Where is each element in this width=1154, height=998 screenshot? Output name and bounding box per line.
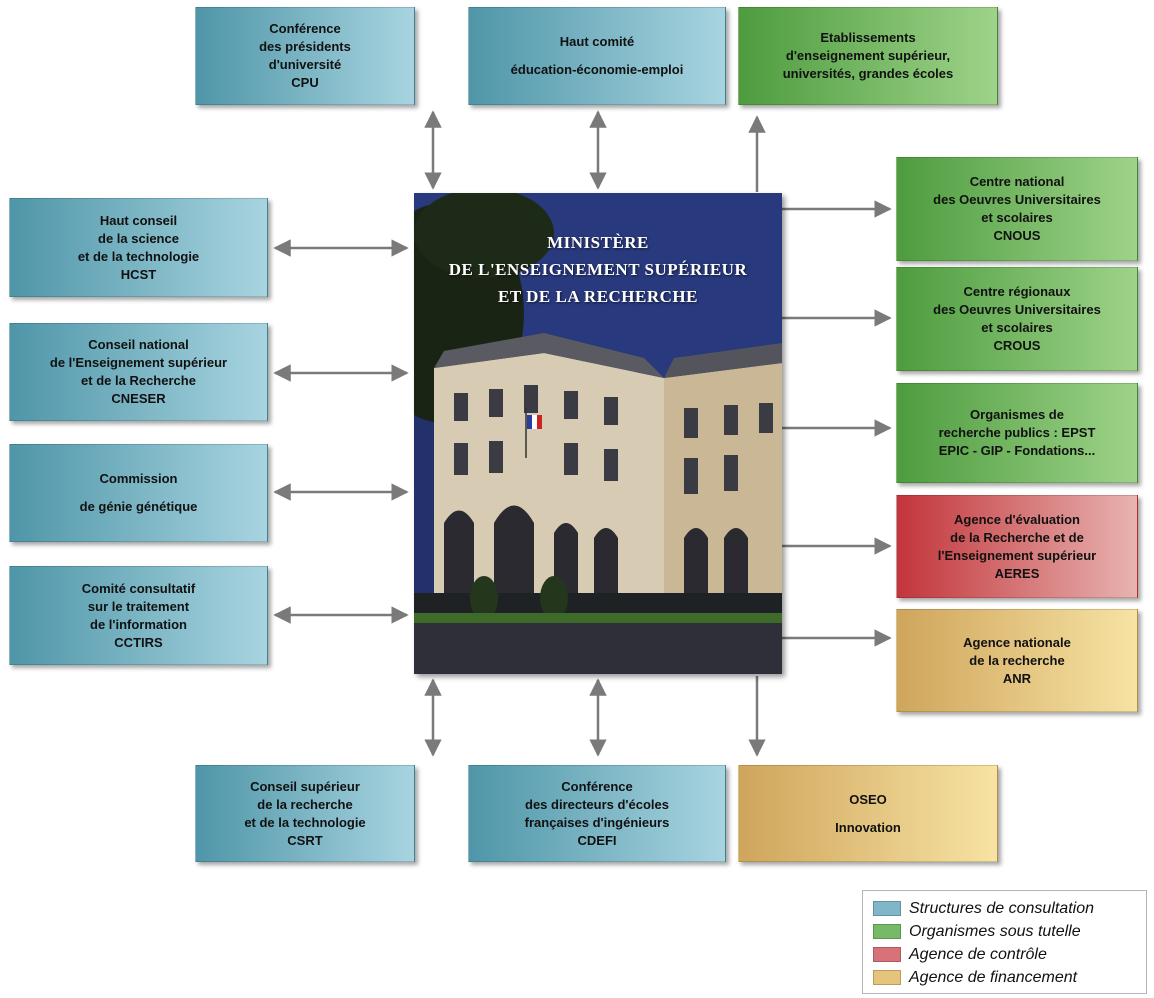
box-line: AERES bbox=[994, 565, 1040, 581]
legend: Structures de consultation Organismes so… bbox=[862, 890, 1147, 994]
box-line: des Oeuvres Universitaires bbox=[933, 192, 1101, 207]
box-line: Conseil supérieur bbox=[250, 778, 360, 794]
box-genie-genetique: Commission de génie génétique bbox=[9, 444, 268, 542]
box-line: des directeurs d'écoles bbox=[525, 796, 669, 812]
legend-swatch bbox=[873, 970, 901, 985]
box-line: CNESER bbox=[111, 391, 166, 406]
legend-item: Structures de consultation bbox=[873, 897, 1140, 920]
box-cneser: Conseil national de l'Enseignement supér… bbox=[9, 323, 268, 421]
box-line: Conseil national bbox=[88, 337, 189, 352]
box-line: EPIC - GIP - Fondations... bbox=[938, 443, 1096, 458]
box-line: CSRT bbox=[287, 832, 323, 848]
box-line: des présidents bbox=[259, 39, 351, 54]
legend-label: Organismes sous tutelle bbox=[909, 922, 1081, 940]
legend-item: Agence de contrôle bbox=[873, 943, 1140, 966]
box-line: CCTIRS bbox=[114, 634, 163, 650]
box-line: de génie génétique bbox=[79, 499, 198, 514]
legend-label: Structures de consultation bbox=[909, 899, 1094, 917]
box-line: Organismes de bbox=[970, 407, 1064, 422]
box-line: et scolaires bbox=[981, 210, 1053, 225]
legend-label: Agence de contrôle bbox=[909, 945, 1047, 963]
box-line: recherche publics : EPST bbox=[938, 425, 1096, 440]
box-line: Conférence bbox=[561, 778, 633, 794]
box-line: Etablissements bbox=[820, 30, 916, 45]
box-line: CDEFI bbox=[577, 832, 617, 848]
box-organismes-recherche: Organismes de recherche publics : EPST E… bbox=[896, 383, 1138, 483]
box-line: Conférence bbox=[269, 21, 341, 36]
box-line: l'Enseignement supérieur bbox=[937, 547, 1097, 563]
legend-label: Agence de financement bbox=[909, 968, 1078, 986]
box-line: des Oeuvres Universitaires bbox=[933, 302, 1101, 317]
box-haut-comite: Haut comité éducation-économie-emploi bbox=[468, 7, 726, 105]
box-line: Haut conseil bbox=[99, 212, 178, 228]
box-line: de l'information bbox=[90, 616, 187, 632]
box-oseo: OSEO Innovation bbox=[738, 765, 998, 862]
box-line: d'université bbox=[268, 57, 342, 72]
box-line: CNOUS bbox=[993, 228, 1041, 243]
ministry-title-line: DE L'ENSEIGNEMENT SUPÉRIEUR bbox=[448, 260, 748, 279]
box-line: de la recherche bbox=[257, 796, 353, 812]
box-line: et de la technologie bbox=[77, 248, 200, 264]
box-aeres: Agence d'évaluation de la Recherche et d… bbox=[896, 495, 1138, 598]
ministry-title-line: ET DE LA RECHERCHE bbox=[498, 287, 698, 306]
box-line: Centre national bbox=[969, 174, 1065, 189]
legend-swatch bbox=[873, 924, 901, 939]
box-line: de la Recherche et de bbox=[950, 529, 1084, 545]
box-line: Agence nationale bbox=[963, 634, 1071, 650]
ministry-photo-panel: MINISTÈRE DE L'ENSEIGNEMENT SUPÉRIEUR ET… bbox=[414, 193, 782, 674]
box-line: éducation-économie-emploi bbox=[510, 62, 684, 77]
box-line: de la science bbox=[98, 230, 179, 246]
legend-swatch bbox=[873, 901, 901, 916]
box-cctirs: Comité consultatif sur le traitement de … bbox=[9, 566, 268, 665]
box-line: et de la Recherche bbox=[81, 373, 196, 388]
legend-item: Agence de financement bbox=[873, 966, 1140, 989]
box-line: Haut comité bbox=[559, 34, 635, 49]
ministry-building-illustration bbox=[414, 193, 782, 674]
box-line: Commission bbox=[99, 471, 178, 486]
box-line: françaises d'ingénieurs bbox=[524, 814, 670, 830]
box-line: Centre régionaux bbox=[963, 284, 1071, 299]
box-line: Agence d'évaluation bbox=[954, 511, 1080, 527]
box-line: ANR bbox=[1002, 670, 1032, 686]
box-line: CROUS bbox=[993, 338, 1041, 353]
box-line: universités, grandes écoles bbox=[782, 66, 954, 81]
box-line: et scolaires bbox=[981, 320, 1053, 335]
box-line: de la recherche bbox=[969, 652, 1065, 668]
box-cdefi: Conférence des directeurs d'écoles franç… bbox=[468, 765, 726, 862]
box-crous: Centre régionaux des Oeuvres Universitai… bbox=[896, 267, 1138, 371]
legend-item: Organismes sous tutelle bbox=[873, 920, 1140, 943]
box-line: HCST bbox=[120, 266, 157, 282]
ministry-title: MINISTÈRE DE L'ENSEIGNEMENT SUPÉRIEUR ET… bbox=[414, 229, 782, 310]
box-line: Innovation bbox=[835, 819, 901, 835]
box-csrt: Conseil supérieur de la recherche et de … bbox=[195, 765, 415, 862]
legend-swatch bbox=[873, 947, 901, 962]
box-line: sur le traitement bbox=[87, 598, 190, 614]
box-line: Comité consultatif bbox=[81, 580, 196, 596]
box-line: et de la technologie bbox=[244, 814, 366, 830]
box-cpu: Conférence des présidents d'université C… bbox=[195, 7, 415, 105]
box-hcst: Haut conseil de la science et de la tech… bbox=[9, 198, 268, 297]
box-cnous: Centre national des Oeuvres Universitair… bbox=[896, 157, 1138, 261]
box-etablissements: Etablissements d'enseignement supérieur,… bbox=[738, 7, 998, 105]
box-line: de l'Enseignement supérieur bbox=[49, 355, 228, 370]
box-anr: Agence nationale de la recherche ANR bbox=[896, 609, 1138, 712]
box-line: OSEO bbox=[849, 791, 887, 807]
box-line: d'enseignement supérieur, bbox=[785, 48, 951, 63]
box-line: CPU bbox=[291, 75, 319, 90]
ministry-title-line: MINISTÈRE bbox=[547, 233, 649, 252]
